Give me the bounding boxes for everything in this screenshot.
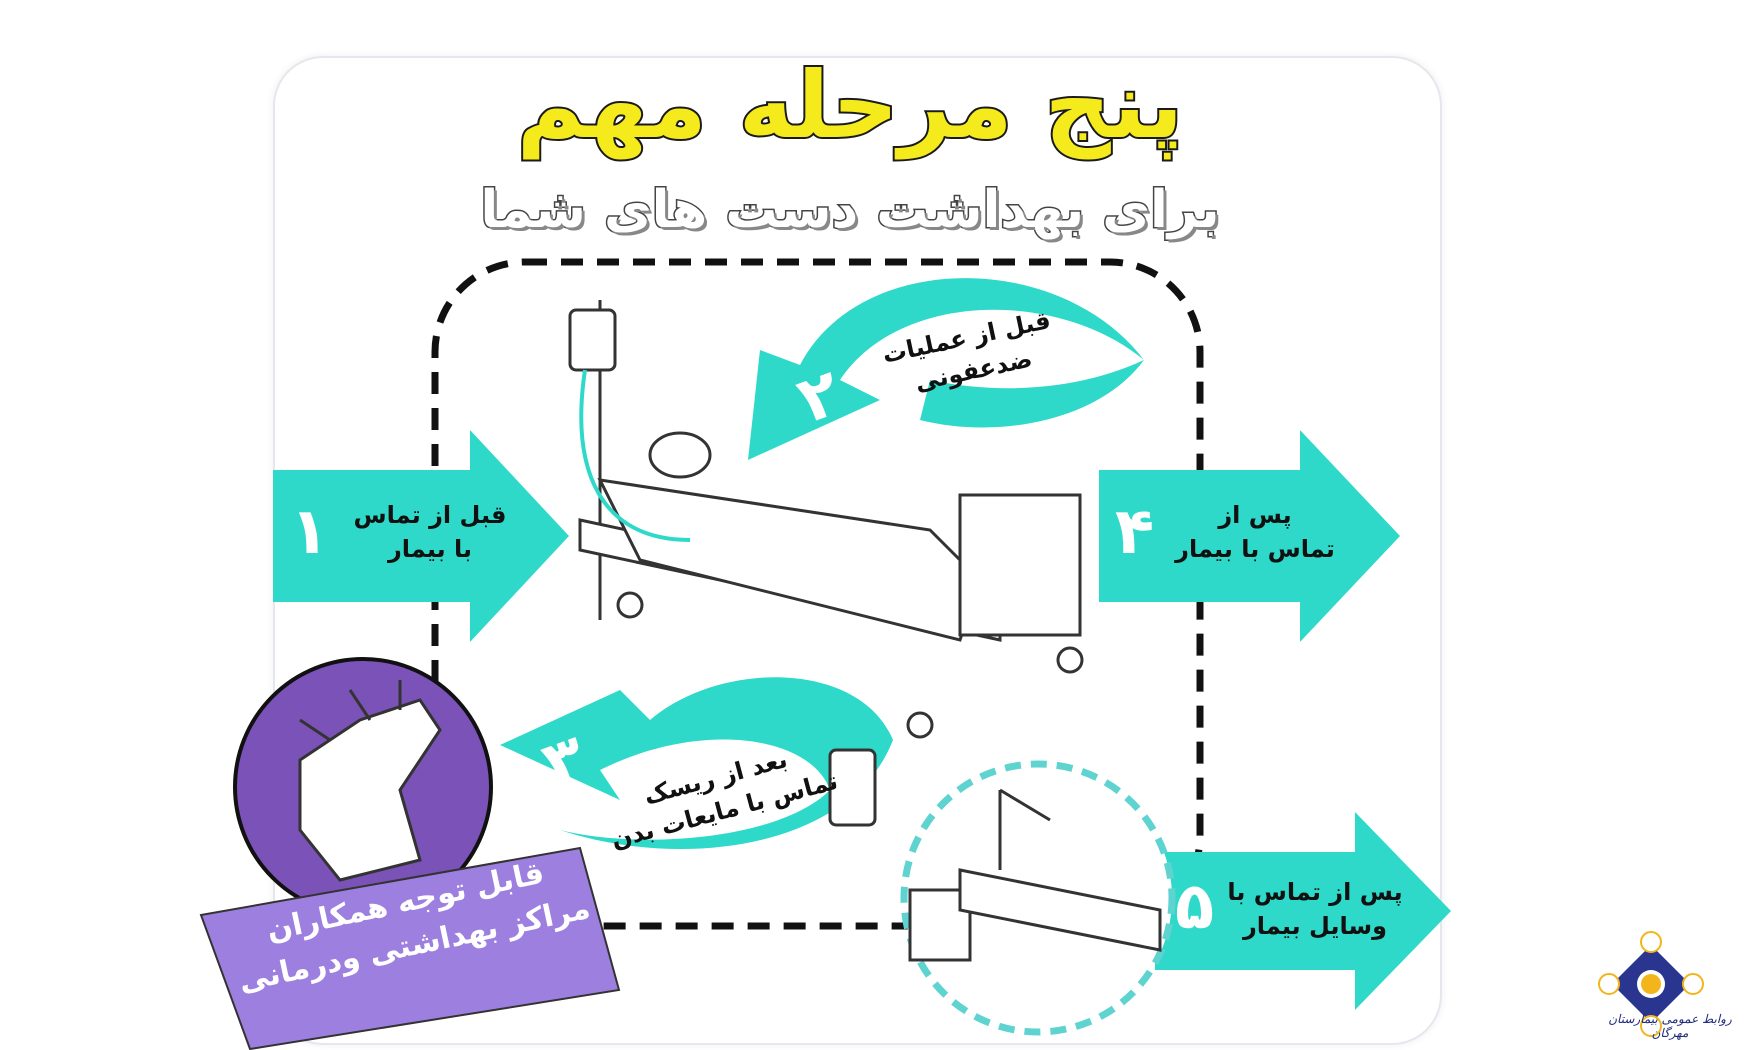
poster-subtitle: برای بهداشت دست های شما bbox=[479, 179, 1220, 242]
step-5-label: پس از تماس با وسایل بیمار bbox=[1215, 875, 1415, 943]
arrow-step-1 bbox=[273, 430, 569, 642]
step-4-line1: پس از bbox=[1218, 501, 1292, 529]
hands-icon bbox=[298, 680, 442, 882]
step-1-line1: قبل از تماس bbox=[353, 501, 507, 529]
step-5-line1: پس از تماس با bbox=[1227, 878, 1403, 906]
logo-text: روابط عمومی بیمارستان مهرگان bbox=[1608, 1012, 1732, 1040]
step-4-line2: تماس با بیمار bbox=[1175, 535, 1335, 563]
step-5-number: ۵ bbox=[1175, 870, 1215, 944]
bed-equipment-illustration bbox=[908, 788, 1162, 962]
arc-arrow-step-2 bbox=[748, 278, 1144, 460]
step-1-line2: با بیمار bbox=[387, 535, 473, 563]
step-1-label: قبل از تماس با بیمار bbox=[330, 498, 530, 566]
notice-banner bbox=[199, 846, 621, 1050]
step-4-label: پس از تماس با بیمار bbox=[1160, 498, 1350, 566]
step-5-line2: وسایل بیمار bbox=[1242, 912, 1388, 940]
hospital-logo bbox=[1598, 931, 1704, 1037]
arc-arrow-step-3 bbox=[500, 677, 893, 850]
arrow-step-4 bbox=[1099, 430, 1400, 642]
arrow-step-5 bbox=[1155, 812, 1451, 1010]
step-4-number: ۴ bbox=[1115, 495, 1155, 569]
hospital-bed-illustration bbox=[568, 300, 1084, 827]
step-1-number: ۱ bbox=[290, 495, 330, 569]
poster-title: پنج مرحله مهم bbox=[515, 50, 1184, 161]
